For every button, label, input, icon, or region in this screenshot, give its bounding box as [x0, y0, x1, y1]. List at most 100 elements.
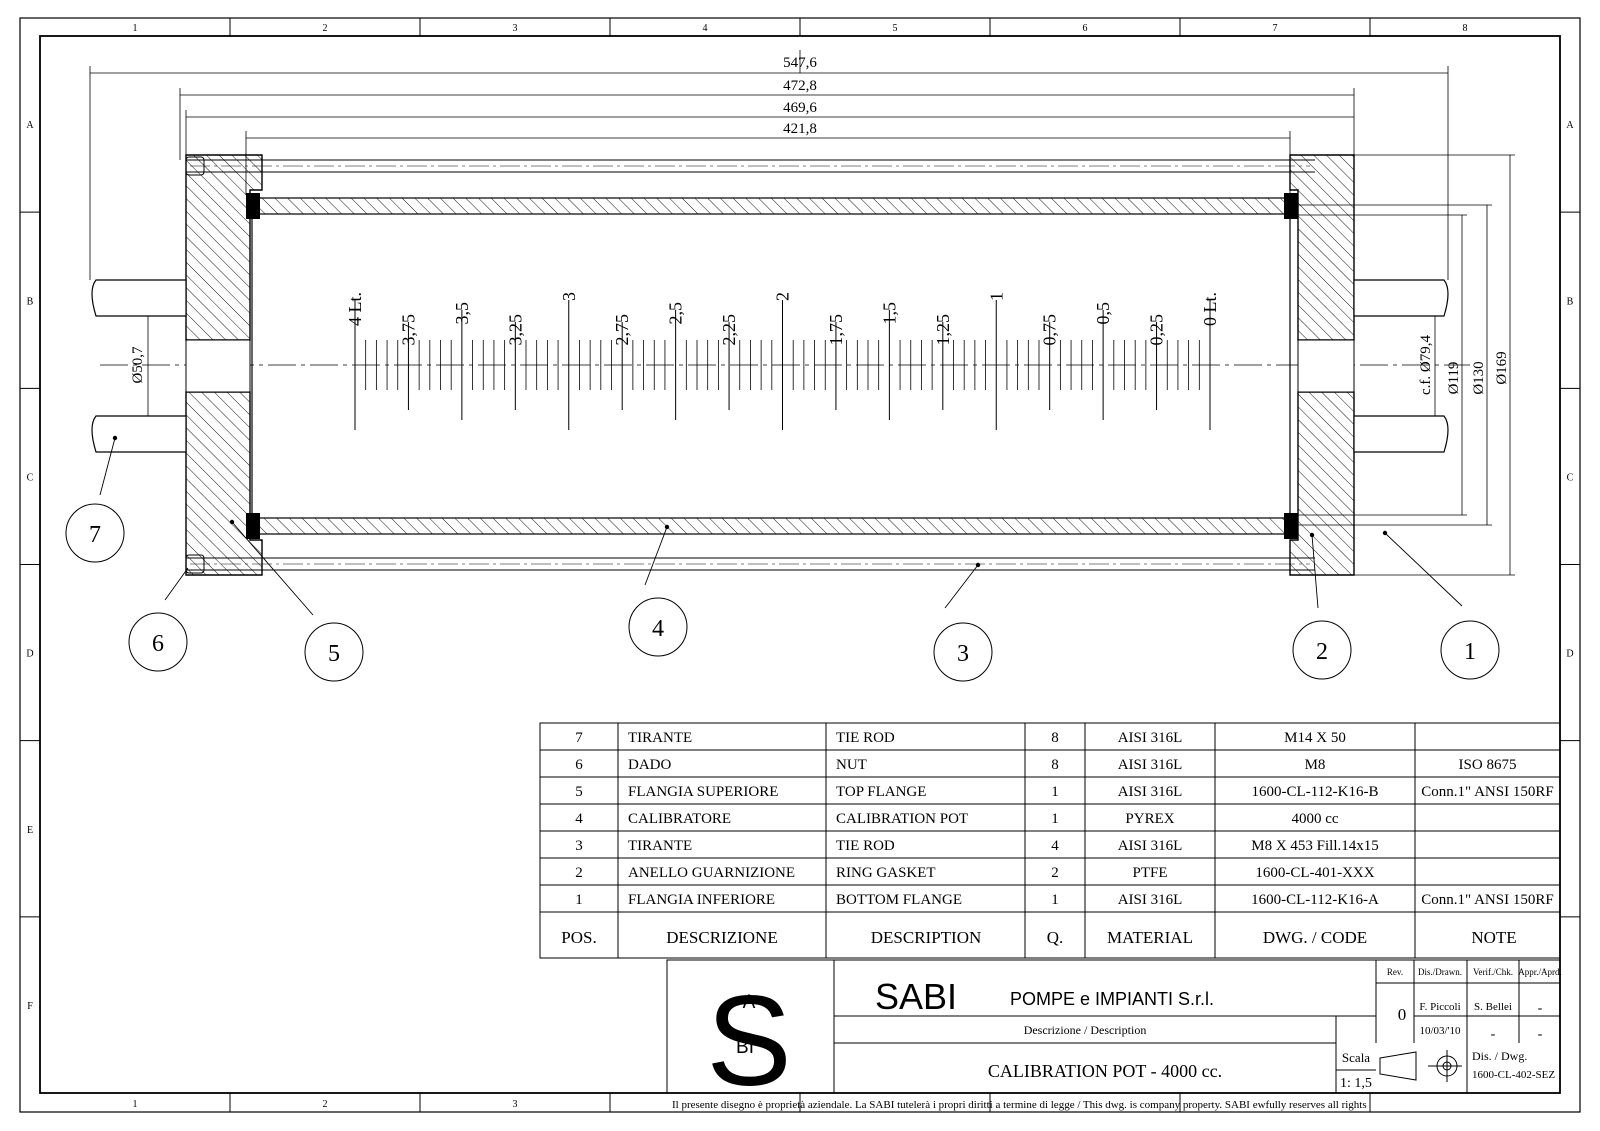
- frame-col-label: 4: [703, 23, 708, 34]
- frame-row-label: B: [27, 296, 34, 307]
- projection-symbol: [1379, 1050, 1462, 1082]
- checked-label: Verif./Chk.: [1473, 967, 1513, 977]
- bom-cell-q: 8: [1051, 730, 1059, 746]
- bom-cell-mat: AISI 316L: [1118, 892, 1183, 908]
- bom-cell-pos: 2: [575, 865, 583, 881]
- balloon-dots: [112, 435, 1388, 568]
- rev-value: 0: [1398, 1005, 1407, 1024]
- bom-cell-q: 1: [1051, 811, 1059, 827]
- frame-col-label-bottom: 1: [133, 1099, 138, 1110]
- dim-port-left: Ø50,7: [130, 346, 146, 384]
- graduation-label: 1,25: [933, 314, 953, 346]
- bom-cell-pos: 3: [575, 838, 583, 854]
- bom-cell-pos: 1: [575, 892, 583, 908]
- graduation-label: 3: [559, 292, 579, 301]
- svg-text:6: 6: [152, 631, 164, 657]
- company-logo: S A BI: [706, 970, 791, 1113]
- graduation-label: 0,75: [1040, 314, 1060, 346]
- graduation-label: 3,25: [505, 314, 525, 346]
- balloon-7: 7: [65, 503, 125, 563]
- graduation-label: 3,5: [452, 302, 472, 325]
- bom-cell-it: FLANGIA SUPERIORE: [628, 784, 778, 800]
- bom-cell-en: NUT: [836, 757, 867, 773]
- logo-letters-bi: BI: [736, 1037, 754, 1058]
- bom-cell-q: 2: [1051, 865, 1059, 881]
- dim-tie-rod: 469,6: [783, 100, 817, 116]
- top-flange: [185, 154, 263, 576]
- frame-row-label: F: [27, 1001, 33, 1012]
- scale-label: Scala: [1342, 1050, 1370, 1065]
- approved-label: Appr./Aprd.: [1518, 967, 1562, 977]
- logo-letter-a: A: [743, 992, 756, 1013]
- frame-col-label: 8: [1463, 23, 1468, 34]
- graduation-label: 2,75: [612, 314, 632, 346]
- bom-cell-mat: AISI 316L: [1118, 730, 1183, 746]
- frame-row-label: D: [26, 649, 33, 660]
- ring-gaskets: [246, 193, 1298, 539]
- checked-by: S. Bellei: [1474, 1001, 1512, 1013]
- dim-dia-119: Ø119: [1446, 362, 1462, 395]
- bom-cell-en: TIE ROD: [836, 838, 895, 854]
- frame-row-label: C: [1567, 472, 1574, 483]
- bom-cell-mat: PTFE: [1132, 865, 1167, 881]
- bom-cell-en: TOP FLANGE: [836, 784, 926, 800]
- graduation-label: 0,25: [1147, 314, 1167, 346]
- balloons: 7 6 5 4 3 2 1: [65, 503, 1500, 682]
- balloon-2: 2: [1292, 620, 1352, 680]
- tie-rods: [185, 156, 1315, 574]
- graduation-label: 2: [773, 292, 793, 301]
- frame-row-label: A: [26, 120, 34, 131]
- bom-cell-q: 4: [1051, 838, 1059, 854]
- graduation-label: 2,25: [719, 314, 739, 346]
- svg-text:1: 1: [1464, 639, 1476, 665]
- dim-dia-130: Ø130: [1471, 361, 1487, 394]
- volume-graduations: 4 Lt.3,753,53,2532,752,52,2521,751,51,25…: [345, 292, 1220, 430]
- bom-cell-note: Conn.1" ANSI 150RF: [1421, 784, 1553, 800]
- bom-cell-en: CALIBRATION POT: [836, 811, 968, 827]
- frame-row-label: B: [1567, 296, 1574, 307]
- company-name: SABI: [875, 976, 957, 1017]
- svg-text:5: 5: [328, 641, 340, 667]
- bom-header-pos: POS.: [561, 928, 596, 947]
- graduation-label: 1,75: [826, 314, 846, 346]
- bom-cell-pos: 4: [575, 811, 583, 827]
- glass-tube: [251, 197, 1291, 535]
- bom-cell-code: 4000 cc: [1291, 811, 1338, 827]
- frame-row-label: D: [1566, 649, 1573, 660]
- svg-text:4: 4: [652, 616, 664, 642]
- frame-col-label-bottom: 2: [323, 1099, 328, 1110]
- frame-col-label: 5: [893, 23, 898, 34]
- bom-cell-note: Conn.1" ANSI 150RF: [1421, 892, 1553, 908]
- dimension-lines: [89, 50, 1515, 576]
- bom-cell-it: TIRANTE: [628, 730, 692, 746]
- bom-cell-note: ISO 8675: [1459, 757, 1517, 773]
- bom-cell-mat: AISI 316L: [1118, 784, 1183, 800]
- dwg-number: 1600-CL-402-SEZ: [1472, 1069, 1555, 1081]
- bom-cell-en: RING GASKET: [836, 865, 936, 881]
- bom-cell-it: ANELLO GUARNIZIONE: [628, 865, 795, 881]
- bom-cell-pos: 6: [575, 757, 583, 773]
- bom-header-qty: Q.: [1047, 928, 1064, 947]
- bom-cell-code: M8: [1305, 757, 1326, 773]
- bom-cell-en: TIE ROD: [836, 730, 895, 746]
- svg-text:2: 2: [1316, 639, 1328, 665]
- approved-date: -: [1538, 1027, 1543, 1042]
- frame-col-label: 6: [1083, 23, 1088, 34]
- bom-cell-it: TIRANTE: [628, 838, 692, 854]
- balloon-3: 3: [933, 622, 993, 682]
- bom-header-descr-en: DESCRIPTION: [871, 928, 982, 947]
- frame-col-label: 1: [133, 23, 138, 34]
- frame-row-label: E: [27, 825, 33, 836]
- balloon-5: 5: [304, 622, 364, 682]
- svg-text:7: 7: [89, 522, 101, 548]
- bom-header-descr-it: DESCRIZIONE: [666, 928, 777, 947]
- ownership-footer: Il presente disegno è proprietà aziendal…: [672, 1099, 1367, 1111]
- graduation-label: 4 Lt.: [345, 292, 365, 326]
- frame-row-label: C: [27, 472, 34, 483]
